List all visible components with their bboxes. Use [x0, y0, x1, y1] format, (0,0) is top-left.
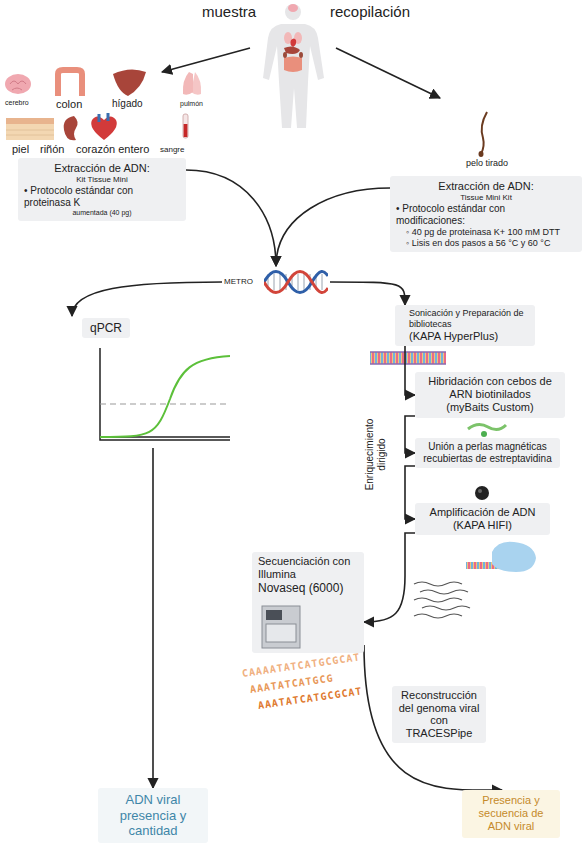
- dna-rung: [280, 274, 281, 290]
- flow-arrow: [364, 645, 502, 790]
- flow-arrow: [364, 533, 415, 622]
- flow-arrow: [330, 282, 405, 305]
- qpcr-curve-chart: [82, 344, 232, 448]
- node-text: qPCR: [82, 318, 130, 338]
- node-text: Hibridación con cebos de ARN biotinilado…: [421, 375, 559, 401]
- node-text: Secuenciación con Illumina: [258, 555, 358, 581]
- node-text: Extracción de ADN:: [396, 180, 576, 193]
- node-text: • Protocolo estándar con proteinasa K: [24, 185, 180, 209]
- node-text: (KAPA HyperPlus): [409, 330, 529, 343]
- flow-arrow: [405, 466, 415, 519]
- dna-strand: [264, 271, 328, 292]
- node-text: aumentada (40 pg): [24, 209, 180, 217]
- bead-highlight: [478, 489, 482, 493]
- node-text: muestra: [202, 3, 256, 21]
- edge-label: Reconstrucción del genoma viral con TRAC…: [392, 686, 486, 743]
- process-box: Presencia y secuencia de ADN viral: [462, 790, 560, 838]
- node-text: (myBaits Custom): [421, 401, 559, 414]
- hair-root: [479, 151, 484, 157]
- node-text: METRO: [224, 277, 253, 287]
- node-text: Kit Tissue Mini: [24, 175, 180, 185]
- threshold-line: [100, 404, 230, 405]
- node-text: Extracción de ADN:: [24, 162, 180, 175]
- sequencer-body: [262, 606, 300, 648]
- node-text: (KAPA HIFI): [421, 519, 544, 532]
- node-text: • Protocolo estándar con modificaciones:: [396, 203, 576, 227]
- dna-strand: [264, 272, 328, 293]
- process-box: ADN viral presencia y cantidad: [98, 788, 208, 843]
- node-text: ◦ Lisis en dos pasos a 56 °C y 60 °C: [396, 238, 576, 249]
- dna-rung: [274, 274, 275, 290]
- flow-arrow: [405, 416, 415, 453]
- part-label: cerebro: [5, 99, 29, 107]
- magnetic-bead: [475, 486, 489, 500]
- dna-rung: [322, 274, 323, 290]
- rna-bait-icon: [468, 424, 506, 437]
- chart-axes: [100, 348, 230, 440]
- dna-rung: [304, 274, 305, 290]
- sequence-read: CAAAATATCATGCGCAT: [241, 651, 361, 679]
- node-text: Tissue Mini Kit: [396, 193, 576, 203]
- part-label: corazón entero: [76, 143, 149, 156]
- process-box: qPCR: [60, 316, 220, 448]
- flow-arrow: [276, 188, 390, 266]
- part-label: pulmón: [180, 100, 203, 108]
- sequencer-icon: [258, 600, 306, 650]
- node-text: Unión a perlas magnéticas recubiertas de…: [421, 441, 554, 465]
- sequencer-screen: [266, 610, 282, 620]
- part-label: piel: [12, 143, 29, 156]
- node-text: Amplificación de ADN: [421, 506, 544, 519]
- process-box: Unión a perlas magnéticas recubiertas de…: [415, 438, 560, 468]
- process-box: Hibridación con cebos de ARN biotinilado…: [415, 372, 565, 418]
- flow-arrow: [152, 448, 154, 788]
- dna-library-bar: [370, 352, 446, 364]
- process-box: Extracción de ADN:Tissue Mini Kit• Proto…: [390, 176, 582, 252]
- dna-helix-icon: [264, 268, 328, 296]
- process-box: Secuenciación con IlluminaNovaseq (6000): [252, 552, 364, 653]
- sequencer-door: [266, 624, 296, 642]
- process-box: METRO: [222, 266, 330, 298]
- polymerase-icon: [466, 542, 536, 572]
- part-label: sangre: [160, 145, 184, 154]
- sample-arrow: [336, 48, 440, 98]
- dna-rung: [298, 274, 299, 290]
- node-text: ◦ 40 pg de proteinasa K+ 100 mM DTT: [396, 227, 576, 238]
- node-text: Presencia y secuencia de ADN viral: [468, 794, 554, 834]
- node-text: recopilación: [330, 3, 410, 21]
- part-label: riñón: [40, 143, 64, 156]
- process-box: muestra recopilación: [200, 3, 412, 21]
- flow-arrow: [405, 346, 415, 395]
- part-label: colon: [56, 98, 82, 111]
- flow-arrow: [72, 282, 222, 316]
- node-text: ADN viral presencia y cantidad: [104, 792, 202, 839]
- process-box: Sonicación y Preparación de bibliotecas(…: [395, 305, 535, 346]
- part-label: pelo tirado: [466, 158, 508, 168]
- node-text: Novaseq (6000): [258, 581, 358, 595]
- part-label: Enriquecimiento dirigido: [364, 410, 387, 500]
- node-text: Sonicación y Preparación de bibliotecas: [409, 308, 529, 330]
- process-box: Amplificación de ADN(KAPA HIFI): [415, 503, 550, 535]
- process-box: Extracción de ADN:Kit Tissue Mini• Proto…: [18, 158, 186, 221]
- sequence-reads: [414, 582, 470, 618]
- organ-icons: [5, 69, 201, 140]
- amplification-curve: [100, 356, 230, 437]
- flow-arrow: [186, 170, 276, 266]
- hair-icon: [481, 112, 487, 154]
- sample-arrow: [162, 48, 250, 72]
- human-figure: [263, 4, 324, 128]
- part-label: hígado: [112, 98, 143, 110]
